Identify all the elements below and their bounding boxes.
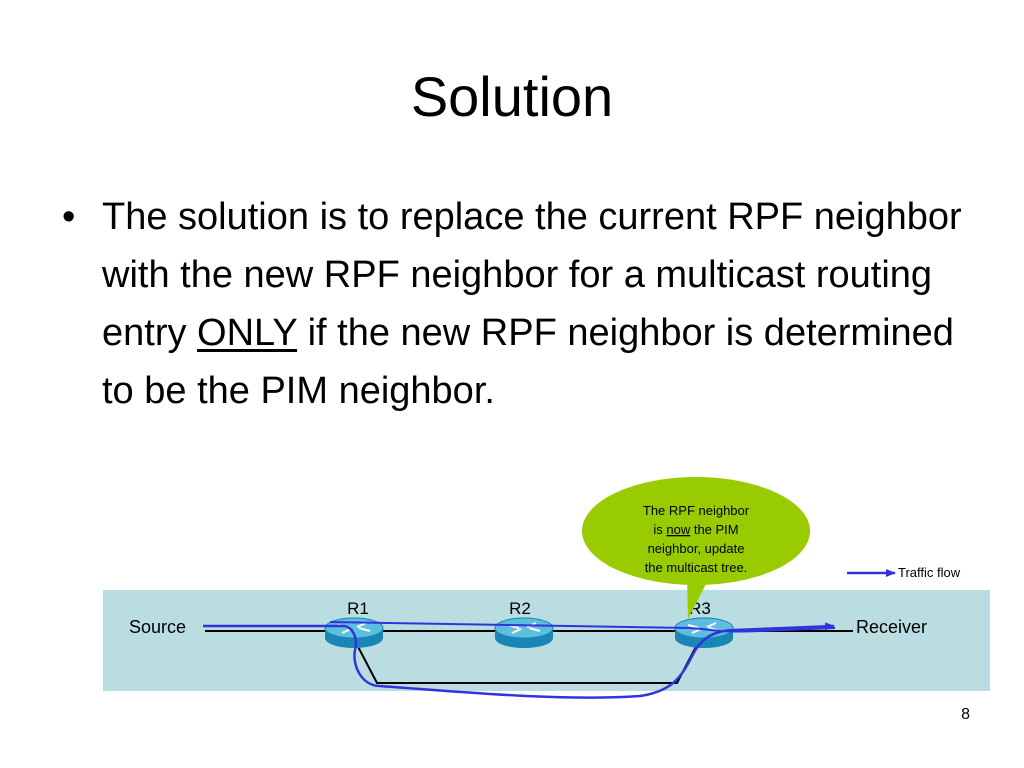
slide-number: 8 [961,706,970,723]
slide-title: Solution [410,65,614,128]
callout-line-2: is now the PIM [653,522,738,537]
router-r1-label: R1 [347,599,369,618]
router-r2 [494,617,554,648]
callout-line-3: neighbor, update [648,541,745,556]
callout-line-1: The RPF neighbor [643,503,750,518]
bullet-text-part-2: if the new RPF neighbor is determined to… [102,312,954,412]
callout-line-2-start: is [653,522,666,537]
callout-bubble [582,477,810,619]
traffic-flow-path [203,622,835,699]
router-r3 [674,617,734,648]
bullet-text: The solution is to replace the current R… [102,188,962,420]
traffic-flow-path-upper [329,621,836,633]
callout-now-emphasis: now [666,522,690,537]
bullet-emphasis: ONLY [197,312,298,354]
traffic-flow-legend-label: Traffic flow [898,565,961,580]
callout-line-2-end: the PIM [690,522,738,537]
receiver-label: Receiver [856,617,927,637]
callout-line-4: the multicast tree. [645,560,748,575]
bullet-marker: • [62,196,76,238]
router-r2-label: R2 [509,599,531,618]
bullet-text-part-1: The solution is to replace the current R… [102,196,962,354]
source-label: Source [129,617,186,637]
